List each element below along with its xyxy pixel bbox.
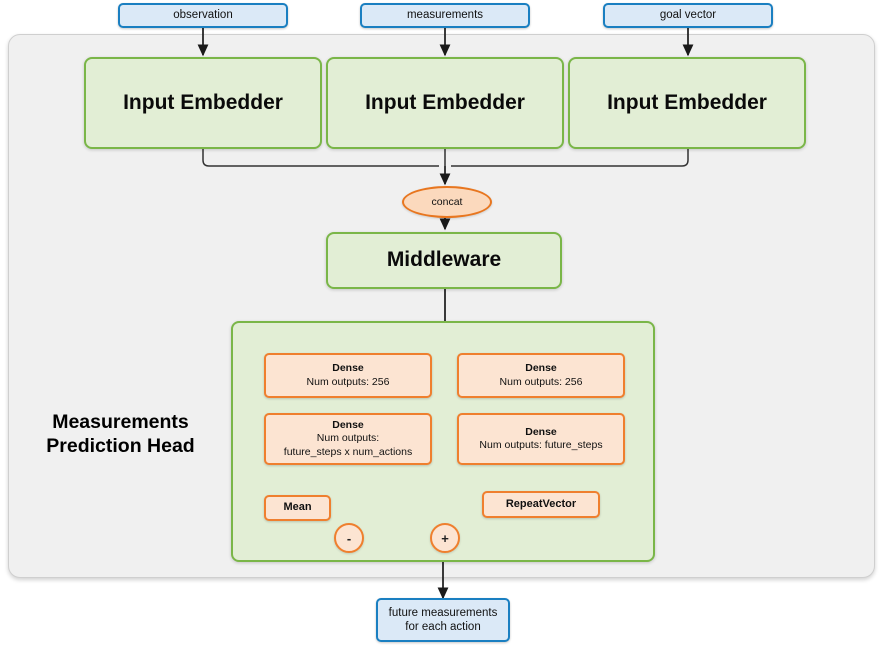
input-measurements[interactable]: measurements xyxy=(360,3,530,28)
right-dense-256[interactable]: Dense Num outputs: 256 xyxy=(457,353,625,398)
concat-node[interactable]: concat xyxy=(402,186,492,218)
input-embedder-observation-label: Input Embedder xyxy=(123,90,283,114)
input-observation-label: observation xyxy=(173,9,233,22)
add-operator[interactable]: + xyxy=(430,523,460,553)
middleware-label: Middleware xyxy=(386,248,502,272)
right-dense-fs-title: Dense xyxy=(525,425,557,438)
input-embedder-observation[interactable]: Input Embedder xyxy=(84,57,322,149)
left-dense-256[interactable]: Dense Num outputs: 256 xyxy=(264,353,432,398)
subtract-operator[interactable]: - xyxy=(334,523,364,553)
left-dense-future-steps-actions[interactable]: Dense Num outputs: future_steps x num_ac… xyxy=(264,413,432,465)
head-label-line1: Measurements xyxy=(52,411,189,433)
middleware-node[interactable]: Middleware xyxy=(326,232,562,289)
input-embedder-goal-vector-label: Input Embedder xyxy=(607,90,767,114)
right-dense-future-steps[interactable]: Dense Num outputs: future_steps xyxy=(457,413,625,465)
left-dense-256-sub: Num outputs: 256 xyxy=(306,375,390,388)
mean-node[interactable]: Mean xyxy=(264,495,331,521)
input-goal-vector[interactable]: goal vector xyxy=(603,3,773,28)
output-line2: for each action xyxy=(405,621,481,633)
measurements-prediction-head-label: Measurements Prediction Head xyxy=(18,410,223,459)
input-embedder-measurements-label: Input Embedder xyxy=(365,90,525,114)
concat-label: concat xyxy=(431,196,463,208)
mean-label: Mean xyxy=(283,501,312,514)
repeat-vector-label: RepeatVector xyxy=(505,497,577,510)
output-line1: future measurements xyxy=(388,606,498,619)
input-goal-vector-label: goal vector xyxy=(659,9,717,22)
left-dense-fs-sub2: future_steps x num_actions xyxy=(283,445,413,458)
add-operator-label: + xyxy=(441,530,449,546)
input-measurements-label: measurements xyxy=(406,9,484,22)
output-future-measurements[interactable]: future measurements for each action xyxy=(376,598,510,642)
subtract-operator-label: - xyxy=(346,530,352,546)
right-dense-256-sub: Num outputs: 256 xyxy=(499,375,583,388)
input-embedder-measurements[interactable]: Input Embedder xyxy=(326,57,564,149)
left-dense-fs-title: Dense xyxy=(332,419,364,432)
input-observation[interactable]: observation xyxy=(118,3,288,28)
right-dense-fs-sub: Num outputs: future_steps xyxy=(479,439,603,451)
head-label-line2: Prediction Head xyxy=(46,435,195,458)
right-dense-256-title: Dense xyxy=(525,362,557,375)
left-dense-256-title: Dense xyxy=(332,362,364,375)
repeat-vector-node[interactable]: RepeatVector xyxy=(482,491,600,518)
input-embedder-goal-vector[interactable]: Input Embedder xyxy=(568,57,806,149)
left-dense-fs-sub1: Num outputs: xyxy=(316,432,380,445)
